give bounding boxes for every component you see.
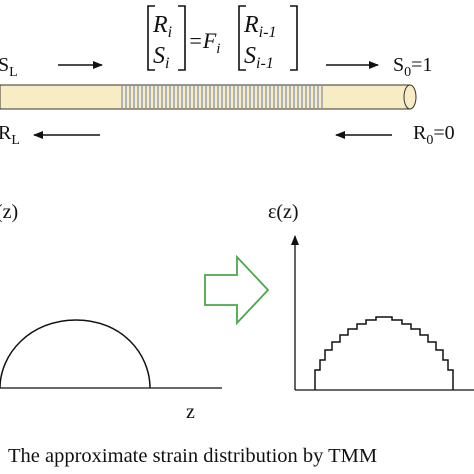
left-plot-y-label: (z): [0, 201, 18, 223]
lhs-r: Ri: [152, 12, 172, 41]
label-r-l: RL: [0, 122, 20, 148]
transition-arrow: [204, 254, 270, 326]
continuous-strain-curve: [0, 319, 151, 389]
rhs-s: Si-1: [244, 43, 274, 72]
staircase-strain-curve: [314, 316, 454, 390]
transfer-matrix-equation: Ri Si =Fi Ri-1 Si-1: [147, 5, 298, 72]
lhs-s: Si: [153, 43, 169, 72]
fiber-labels: SL S0=1 RL R0=0: [0, 54, 455, 148]
left-bracket-close: [178, 5, 186, 71]
caption: The approximate strain distribution by T…: [8, 445, 377, 467]
right-bracket-close: [290, 5, 298, 71]
left-bracket-open: [147, 5, 155, 71]
optical-fiber: [0, 84, 417, 110]
bragg-grating: [121, 86, 323, 108]
label-s-0: S0=1: [393, 54, 432, 80]
left-plot-x-label: z: [186, 401, 195, 423]
label-r-0: R0=0: [413, 122, 455, 148]
right-plot-y-label: ε(z): [268, 201, 299, 223]
label-s-l: SL: [0, 54, 18, 80]
fiber-body: [0, 84, 411, 110]
right-bracket-open: [238, 5, 246, 71]
fiber-end-face: [403, 84, 417, 110]
right-plot: ε(z): [268, 201, 474, 391]
equals-f: =Fi: [188, 28, 220, 57]
left-plot: (z) z: [0, 201, 222, 423]
rhs-r: Ri-1: [243, 12, 276, 41]
